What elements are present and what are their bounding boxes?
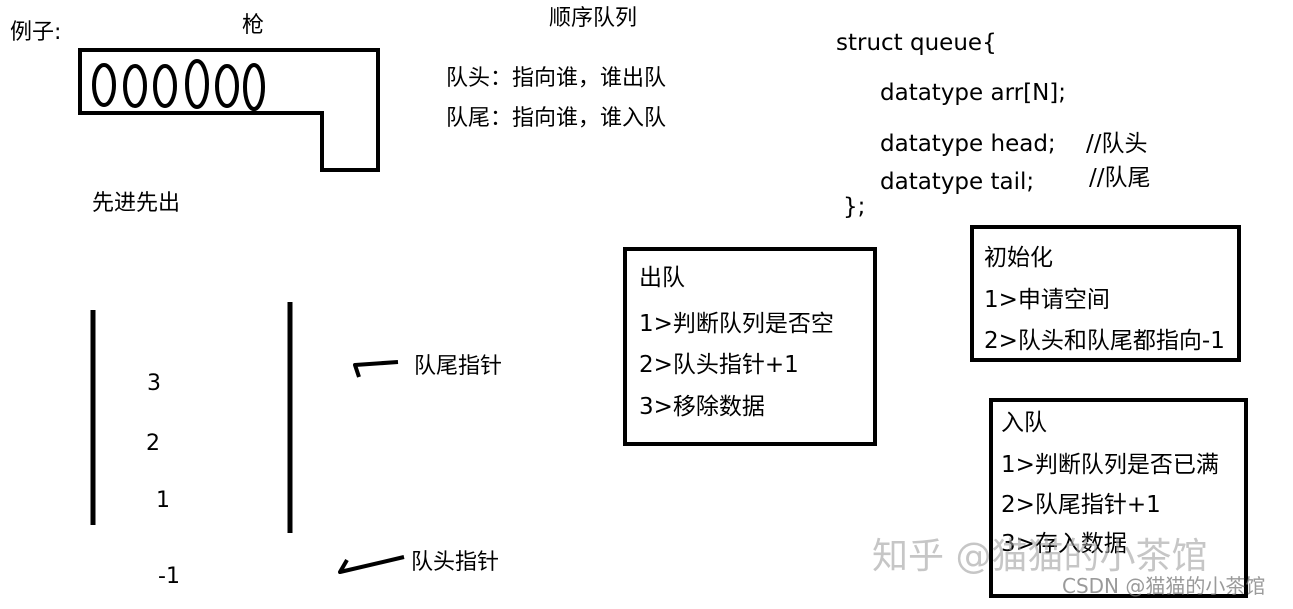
enqueue-step-3: 3>存入数据: [1001, 531, 1127, 557]
enqueue-title: 入队: [1001, 410, 1047, 436]
bullet: [215, 64, 239, 108]
queue-value-minus1: -1: [158, 564, 180, 589]
dequeue-step-1: 1>判断队列是否空: [639, 311, 834, 337]
head-pointer-arrow: [338, 555, 405, 574]
csdn-watermark: CSDN @猫猫的小茶馆: [1062, 574, 1266, 598]
init-step-1: 1>申请空间: [984, 287, 1110, 313]
tail-pointer-arrow: [353, 360, 399, 378]
init-step-2: 2>队头和队尾都指向-1: [984, 328, 1225, 354]
enqueue-step-2: 2>队尾指针+1: [1001, 492, 1161, 518]
struct-tail: datatype tail;: [880, 169, 1035, 195]
bullet: [185, 59, 209, 109]
dequeue-box: 出队 1>判断队列是否空 2>队头指针+1 3>移除数据: [623, 247, 877, 446]
example-label: 例子:: [10, 20, 62, 45]
struct-head-comment: //队头: [1086, 131, 1148, 157]
tail-description: 队尾：指向谁，谁入队: [446, 106, 667, 131]
init-box: 初始化 1>申请空间 2>队头和队尾都指向-1: [970, 225, 1241, 362]
struct-open: struct queue{: [836, 30, 997, 56]
bullet: [92, 63, 116, 107]
zhihu-watermark: 知乎 @猫猫的小茶馆: [872, 536, 1208, 577]
gun-label: 枪: [242, 13, 265, 38]
struct-tail-comment: //队尾: [1089, 165, 1151, 191]
queue-value-3: 3: [147, 371, 161, 396]
bullet: [153, 64, 177, 108]
head-description: 队头：指向谁，谁出队: [446, 66, 667, 91]
struct-close: };: [843, 194, 866, 220]
struct-head: datatype head;: [880, 131, 1056, 157]
head-pointer-label: 队头指针: [411, 550, 500, 575]
queue-value-1: 1: [156, 488, 170, 513]
struct-arr: datatype arr[N];: [880, 80, 1066, 106]
tail-pointer-label: 队尾指针: [414, 354, 503, 379]
init-title: 初始化: [984, 245, 1053, 271]
queue-value-2: 2: [146, 431, 160, 456]
bullet: [243, 63, 265, 111]
enqueue-step-1: 1>判断队列是否已满: [1001, 452, 1219, 478]
sequential-queue-title: 顺序队列: [549, 6, 638, 31]
bullet: [123, 64, 147, 108]
gun-outline: [78, 48, 380, 172]
enqueue-box: 入队 1>判断队列是否已满 2>队尾指针+1 3>存入数据: [989, 398, 1248, 598]
fifo-label: 先进先出: [92, 191, 181, 216]
dequeue-step-2: 2>队头指针+1: [639, 352, 799, 378]
dequeue-step-3: 3>移除数据: [639, 394, 765, 420]
dequeue-title: 出队: [639, 265, 685, 291]
